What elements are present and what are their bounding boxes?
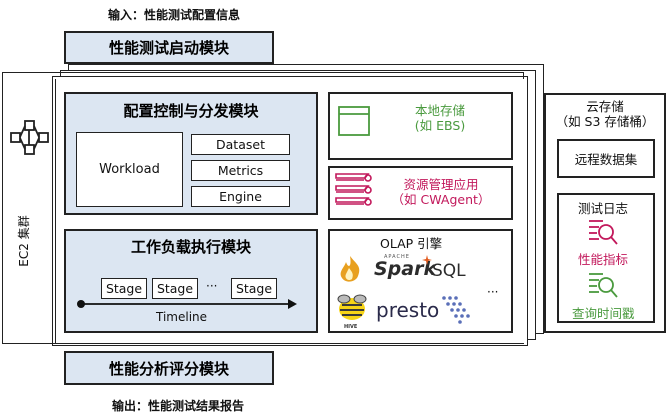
workload-box: Workload bbox=[76, 132, 183, 207]
timestamp-doc-icon bbox=[589, 273, 618, 298]
output-label: 输出：性能测试结果报告 bbox=[112, 399, 245, 413]
hive-bee-icon bbox=[337, 294, 367, 320]
local-storage-box bbox=[328, 92, 513, 160]
cluster-icon bbox=[10, 120, 49, 155]
spark-star-icon bbox=[422, 255, 432, 265]
local-storage-line1: 本地存储 bbox=[414, 103, 465, 118]
timeline-arrow bbox=[77, 299, 297, 309]
local-storage-text: 本地存储 (如 EBS) bbox=[395, 103, 485, 133]
sql-label: SQL bbox=[432, 261, 466, 281]
resource-mgmt-box bbox=[328, 166, 513, 220]
storage-box-icon bbox=[338, 106, 370, 136]
spark-flame-icon bbox=[340, 256, 360, 282]
olap-title: OLAP 引擎 bbox=[380, 236, 443, 251]
exec-module-title: 工作负载执行模块 bbox=[130, 238, 251, 256]
presto-label: presto bbox=[376, 298, 440, 322]
timestamp-label: 查询时间戳 bbox=[572, 306, 635, 321]
stage-box-1: Stage bbox=[101, 278, 147, 299]
metrics-doc-icon bbox=[589, 220, 618, 245]
cloud-storage-title-line1: 云存储 bbox=[586, 99, 624, 114]
stage-box-2: Stage bbox=[152, 278, 198, 299]
remote-dataset-box: 远程数据集 bbox=[557, 139, 655, 178]
config-item-dataset: Dataset bbox=[191, 134, 290, 155]
config-item-metrics: Metrics bbox=[191, 160, 290, 181]
stage-box-3: Stage bbox=[231, 278, 277, 299]
start-module: 性能测试启动模块 bbox=[64, 31, 274, 64]
stage-ellipsis: ··· bbox=[206, 279, 218, 293]
cloud-storage-title-line2: （如 S3 存储桶） bbox=[555, 114, 655, 129]
presto-dots-icon bbox=[442, 296, 470, 324]
config-module-title: 配置控制与分发模块 bbox=[123, 102, 259, 120]
resource-list-icon bbox=[335, 173, 372, 206]
resource-mgmt-text: 资源管理应用 （如 CWAgent） bbox=[380, 177, 502, 207]
timeline-label: Timeline bbox=[156, 310, 208, 324]
cloud-storage-title: 云存储 （如 S3 存储桶） bbox=[546, 99, 664, 129]
olap-ellipsis: ··· bbox=[487, 285, 499, 299]
input-label: 输入：性能测试配置信息 bbox=[108, 8, 241, 22]
test-log-box bbox=[557, 193, 655, 323]
analysis-module: 性能分析评分模块 bbox=[64, 351, 274, 385]
spark-label: Spark bbox=[374, 258, 437, 280]
local-storage-line2: (如 EBS) bbox=[414, 118, 466, 133]
resource-mgmt-line2: （如 CWAgent） bbox=[391, 192, 491, 207]
config-item-engine: Engine bbox=[191, 186, 290, 207]
hive-label: HIVE bbox=[344, 324, 358, 330]
test-log-title: 测试日志 bbox=[578, 201, 629, 216]
metrics-label: 性能指标 bbox=[578, 252, 629, 267]
resource-mgmt-line1: 资源管理应用 bbox=[403, 177, 479, 192]
spark-small-label: APACHE bbox=[384, 254, 410, 260]
cluster-label: EC2 集群 bbox=[17, 215, 31, 267]
